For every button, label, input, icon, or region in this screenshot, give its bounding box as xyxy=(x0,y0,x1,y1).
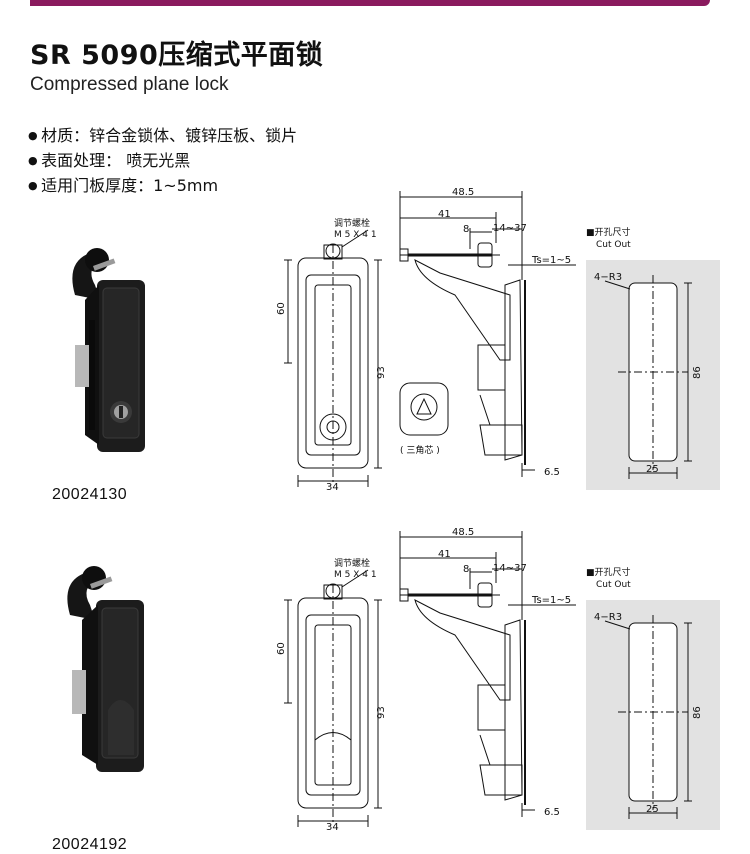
technical-drawing-plain: 48.5 41 8 14~37 Ts=1~5 调节螺栓 M 5 X 4 1 60… xyxy=(276,527,720,833)
ts-label: Ts=1~5 xyxy=(531,595,571,606)
product-code-1: 20024130 xyxy=(52,486,128,503)
dim-25: 25 xyxy=(646,464,659,475)
ts-label: Ts=1~5 xyxy=(531,255,571,266)
dim-41: 41 xyxy=(438,549,451,560)
dim-6-5: 6.5 xyxy=(544,807,560,818)
product-code-2: 20024192 xyxy=(52,836,128,853)
bolt-label-spec: M 5 X 4 1 xyxy=(334,570,377,580)
cutout-label-en: Cut Out xyxy=(596,240,631,250)
bolt-label-cn: 调节螺栓 xyxy=(334,217,370,229)
page-title: SR 5090压缩式平面锁 xyxy=(30,40,324,71)
dim-93: 93 xyxy=(376,706,387,719)
spec-panel-thickness: 适用门板厚度：1~5mm xyxy=(28,173,297,198)
product-photo-keyed xyxy=(72,248,145,452)
dim-34: 34 xyxy=(326,822,339,833)
dim-86: 86 xyxy=(692,706,703,719)
spec-material: 材质：锌合金锁体、镀锌压板、锁片 xyxy=(28,123,297,148)
page-subtitle: Compressed plane lock xyxy=(30,74,229,95)
radius-label: 4−R3 xyxy=(594,612,622,623)
bolt-label-cn: 调节螺栓 xyxy=(334,557,370,569)
dim-60: 60 xyxy=(276,642,287,655)
cutout-label-en: Cut Out xyxy=(596,580,631,590)
dim-25: 25 xyxy=(646,804,659,815)
radius-label: 4−R3 xyxy=(594,272,622,283)
dim-14-37: 14~37 xyxy=(493,223,527,234)
dim-48-5: 48.5 xyxy=(452,527,474,538)
dim-41: 41 xyxy=(438,209,451,220)
spec-list: 材质：锌合金锁体、镀锌压板、锁片 表面处理： 喷无光黑 适用门板厚度：1~5mm xyxy=(28,123,297,198)
dim-93: 93 xyxy=(376,366,387,379)
dim-6-5: 6.5 xyxy=(544,467,560,478)
spec-surface: 表面处理： 喷无光黑 xyxy=(28,148,297,173)
cutout-label-cn: ■开孔尺寸 xyxy=(586,566,631,578)
dim-60: 60 xyxy=(276,302,287,315)
top-accent-bar xyxy=(30,0,710,6)
dim-48-5: 48.5 xyxy=(452,187,474,198)
dim-34: 34 xyxy=(326,482,339,493)
dim-14-37: 14~37 xyxy=(493,563,527,574)
technical-drawing-keyed: 48.5 41 8 14~37 Ts=1~5 调节螺栓 M 5 X 4 1 60… xyxy=(276,187,720,493)
cutout-label-cn: ■开孔尺寸 xyxy=(586,226,631,238)
product-photo-plain xyxy=(67,566,144,772)
dim-86: 86 xyxy=(692,366,703,379)
dim-8: 8 xyxy=(463,224,469,235)
triangle-core-label: ( 三角芯 ) xyxy=(400,444,440,456)
bolt-label-spec: M 5 X 4 1 xyxy=(334,230,377,240)
dim-8: 8 xyxy=(463,564,469,575)
